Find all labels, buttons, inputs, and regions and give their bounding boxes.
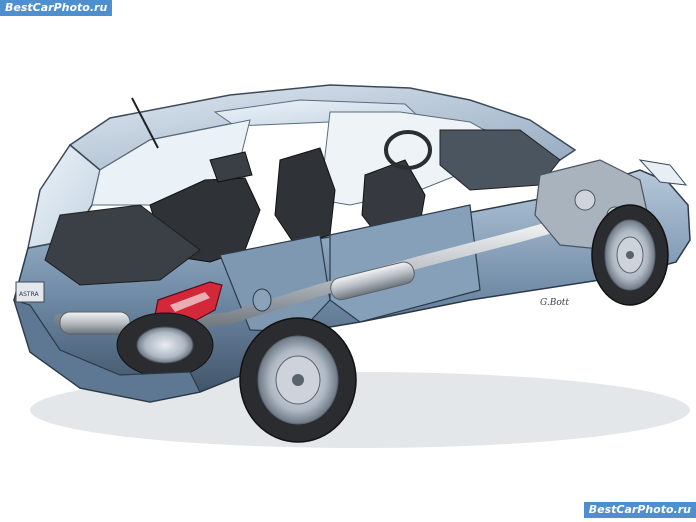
- watermark-bottom-right: BestCarPhoto.ru: [583, 502, 696, 518]
- rear-headrest: [209, 151, 253, 183]
- front-wheel: [591, 204, 669, 306]
- rear-wheel: [239, 317, 357, 443]
- steering-wheel: [384, 130, 432, 170]
- spare-rim: [136, 326, 194, 364]
- headlight: [638, 159, 688, 186]
- taillight-highlight: [170, 292, 210, 312]
- watermark-top-left: BestCarPhoto.ru: [0, 0, 113, 16]
- center-muffler: [330, 261, 415, 301]
- rear-badge-plate: [15, 281, 45, 303]
- engine-detail-1: [574, 189, 596, 211]
- rear-hub: [292, 374, 304, 386]
- rear-bumper: [13, 299, 201, 403]
- artist-signature: G.Bott: [540, 298, 569, 308]
- rear-badge: ASTRA: [19, 291, 40, 298]
- roof-antenna: [131, 97, 159, 149]
- fuel-cap: [252, 288, 272, 312]
- cargo-floor: [44, 204, 201, 286]
- front-hub: [626, 251, 634, 259]
- rear-muffler: [59, 311, 131, 335]
